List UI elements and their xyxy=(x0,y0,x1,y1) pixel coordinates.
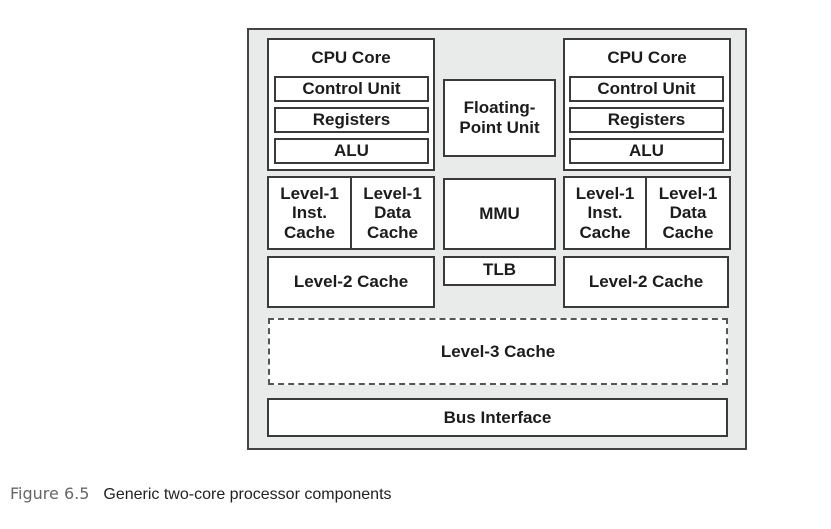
left-l1-inst-line1: Level-1 xyxy=(280,183,339,203)
left-l1-inst-line2: Inst. xyxy=(292,203,327,223)
figure-caption: Figure 6.5 Generic two-core processor com… xyxy=(10,484,392,504)
left-l1-data-line3: Cache xyxy=(366,222,419,242)
left-alu: ALU xyxy=(274,138,429,164)
fpu-line1: Floating- xyxy=(463,98,536,118)
right-l1-inst-cache: Level-1 Inst. Cache xyxy=(563,176,647,250)
right-l1-data-line2: Data xyxy=(669,203,707,223)
fpu-line2: Point Unit xyxy=(459,118,540,137)
right-l2-cache: Level-2 Cache xyxy=(563,256,729,308)
right-l1-inst-line2: Inst. xyxy=(587,203,623,223)
left-registers: Registers xyxy=(274,107,429,133)
figure-caption-text: Generic two-core processor components xyxy=(103,486,392,503)
right-l1-inst-line1: Level-1 xyxy=(575,183,635,203)
l3-cache: Level-3 Cache xyxy=(268,318,728,385)
right-l1-inst-line3: Cache xyxy=(579,222,631,242)
left-l1-data-cache: Level-1 Data Cache xyxy=(350,176,435,250)
left-l1-data-line2: Data xyxy=(374,203,411,223)
right-l1-data-line1: Level-1 xyxy=(658,183,718,203)
left-control-unit: Control Unit xyxy=(274,76,429,102)
mmu: MMU xyxy=(443,178,556,250)
right-alu: ALU xyxy=(569,138,724,164)
right-l1-data-cache: Level-1 Data Cache xyxy=(645,176,731,250)
left-l1-data-line1: Level-1 xyxy=(363,183,422,203)
tlb: TLB xyxy=(443,256,556,286)
right-l1-data-line3: Cache xyxy=(662,222,714,242)
right-cpu-core-title: CPU Core xyxy=(607,48,687,67)
right-registers: Registers xyxy=(569,107,724,133)
left-l1-inst-line3: Cache xyxy=(283,222,336,242)
left-cpu-core-title: CPU Core xyxy=(311,48,391,67)
floating-point-unit: Floating- Point Unit xyxy=(443,79,556,157)
right-control-unit: Control Unit xyxy=(569,76,724,102)
left-l2-cache: Level-2 Cache xyxy=(267,256,435,308)
figure-number: Figure 6.5 xyxy=(10,484,90,503)
left-l1-inst-cache: Level-1 Inst. Cache xyxy=(267,176,352,250)
bus-interface: Bus Interface xyxy=(267,398,728,437)
